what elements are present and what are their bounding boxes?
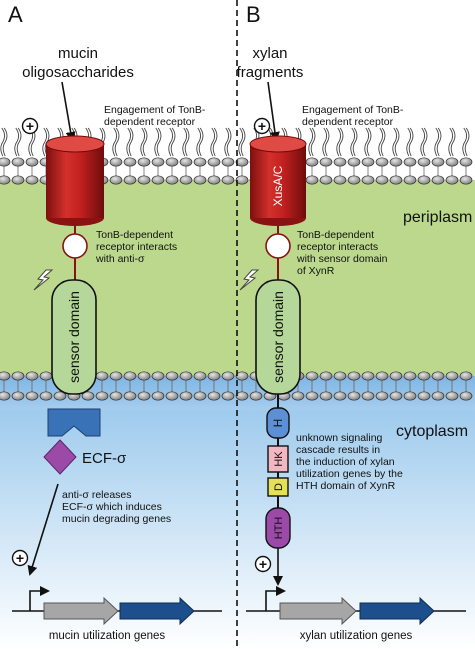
svg-text:H: H [271, 419, 285, 428]
panel-a-release-line-2: ECF-σ which induces [62, 501, 162, 513]
panel-a-ecf-sigma-label: ECF-σ [82, 450, 127, 467]
panel-b-cascade-line-4: utilization genes by the [296, 468, 403, 480]
panel-b-promoter-arrow [265, 586, 286, 611]
svg-text:HK: HK [273, 451, 285, 467]
panel-a-lightning-icon [33, 269, 54, 291]
panel-b-letter: B [246, 2, 261, 27]
panel-b-hk-domain: HK [267, 445, 289, 473]
svg-text:D: D [273, 483, 285, 491]
panel-b-h-domain: H [266, 407, 290, 439]
panel-a-interaction-line-2: receptor interacts [96, 241, 177, 253]
panel-a-induction-arrow [27, 483, 59, 576]
panel-b-ligand-line-2: fragments [237, 64, 304, 81]
panel-a-ligand-line-2: oligosaccharides [22, 64, 134, 81]
panel-b-sensor-domain: sensor domain [255, 279, 301, 395]
panel-b-receptor-label: XusA/C [271, 165, 285, 206]
panel-b-d-domain: D [267, 477, 289, 497]
panel-b-plus-sign: + [253, 117, 271, 135]
panel-b-gene-blue [359, 596, 435, 626]
panel-b-gene-gray [279, 596, 357, 626]
svg-text:+: + [258, 118, 266, 134]
panel-b-interaction-line-3: with sensor domain [296, 253, 388, 265]
panel-b-cascade-line-2: cascade results in [296, 444, 380, 456]
panel-b-cascade-line-5: HTH domain of XynR [296, 480, 396, 492]
panel-a-ligand-arrow [61, 81, 76, 142]
panel-a-letter: A [8, 2, 23, 27]
panel-b-receptor-plug [265, 233, 291, 259]
panel-b-ligand-line-1: xylan [252, 45, 287, 62]
panel-b-gene-operon [246, 586, 466, 626]
cytoplasm-label: cytoplasm [396, 423, 468, 440]
panel-a-receptor-plug [62, 233, 88, 259]
panel-a-plus-sign: + [21, 117, 39, 135]
panel-a-release-line-1: anti-σ releases [62, 489, 132, 501]
svg-text:HTH: HTH [273, 517, 285, 540]
svg-text:+: + [259, 556, 267, 572]
panel-b-engagement-line-1: Engagement of TonB- [302, 104, 404, 116]
panel-b-interaction-line-4: of XynR [297, 265, 335, 277]
panel-b-ligand-arrow [267, 81, 280, 142]
svg-text:+: + [26, 118, 34, 134]
panel-a-interaction-line-3: with anti-σ [95, 253, 145, 265]
panel-a-genes-label: mucin utilization genes [49, 630, 166, 642]
panel-a-ligand-line-1: mucin [58, 45, 98, 62]
panel-a-interaction-line-1: TonB-dependent [96, 229, 173, 241]
panel-b-interaction-line-2: receptor interacts [297, 241, 378, 253]
panel-b-hth-domain: HTH [265, 507, 291, 549]
panel-b-xusac-receptor: XusA/C [249, 135, 307, 226]
panel-a-gene-gray [43, 596, 119, 626]
panel-a-sensor-domain: sensor domain [51, 279, 97, 395]
panel-b-interaction-line-1: TonB-dependent [297, 229, 374, 241]
panel-a-tonb-receptor [45, 135, 105, 226]
panel-a-engagement-line-2: dependent receptor [104, 116, 196, 128]
panel-b-induction-plus-sign: + [254, 555, 272, 573]
svg-text:+: + [16, 550, 24, 566]
panel-b-cascade-line-1: unknown signaling [296, 432, 383, 444]
panel-b-engagement-line-2: dependent receptor [302, 116, 394, 128]
svg-text:sensor domain: sensor domain [66, 291, 82, 383]
svg-text:sensor domain: sensor domain [270, 291, 286, 383]
panel-a-ecf-sigma-diamond [43, 439, 77, 475]
panel-a-anti-sigma-chevron [47, 408, 101, 437]
panel-a-engagement-line-1: Engagement of TonB- [104, 104, 206, 116]
panel-a-gene-blue [119, 596, 195, 626]
panel-a-release-line-3: mucin degrading genes [62, 513, 171, 525]
panel-b-lightning-icon [239, 269, 260, 291]
panel-b-cascade-line-3: the induction of xylan [296, 456, 395, 468]
panel-a-gene-operon [12, 586, 222, 626]
panel-a-promoter-arrow [29, 586, 50, 611]
periplasm-label: periplasm [403, 209, 472, 226]
panel-b-genes-label: xylan utilization genes [300, 630, 413, 642]
panel-a-induction-plus-sign: + [11, 549, 29, 567]
